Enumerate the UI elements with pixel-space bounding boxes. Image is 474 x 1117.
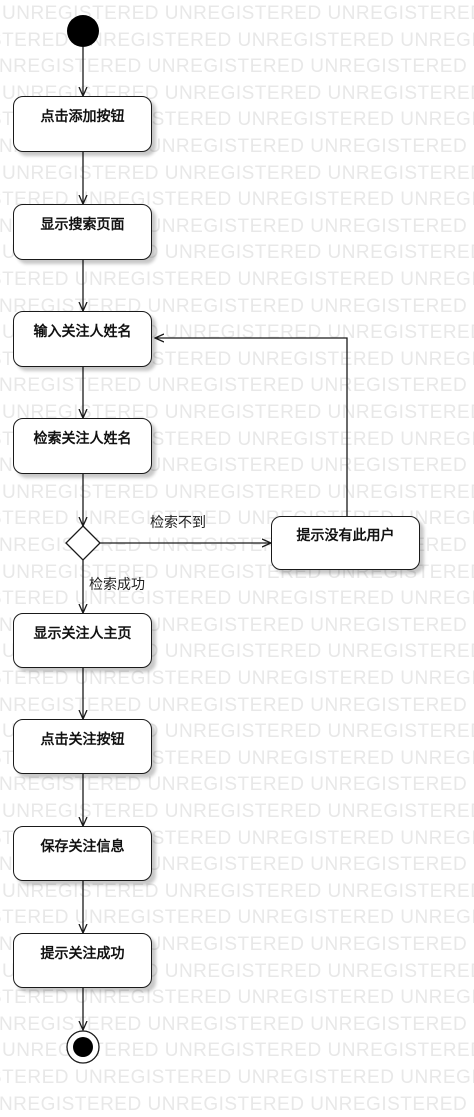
final-node-core xyxy=(73,1037,93,1057)
action-label: 点击添加按钮 xyxy=(40,109,125,125)
action-click-follow-button: 点击关注按钮 xyxy=(13,719,152,774)
action-input-follow-name: 输入关注人姓名 xyxy=(13,311,152,367)
edge-prompt-no-user-loop-back xyxy=(155,338,348,516)
action-click-add-button: 点击添加按钮 xyxy=(13,96,152,152)
action-label: 显示关注人主页 xyxy=(33,625,132,642)
action-prompt-follow-success: 提示关注成功 xyxy=(13,933,152,988)
action-show-follow-home: 显示关注人主页 xyxy=(13,613,152,668)
action-label: 保存关注信息 xyxy=(40,838,125,855)
action-label: 检索关注人姓名 xyxy=(33,431,132,447)
decision-node xyxy=(65,525,101,561)
action-label: 输入关注人姓名 xyxy=(33,324,132,340)
action-show-search-page: 显示搜索页面 xyxy=(13,204,152,260)
action-prompt-no-such-user: 提示没有此用户 xyxy=(271,516,420,570)
initial-node xyxy=(67,15,99,47)
guard-label-not-found: 检索不到 xyxy=(150,515,206,531)
action-label: 点击关注按钮 xyxy=(40,731,125,748)
action-label: 提示没有此用户 xyxy=(296,528,395,544)
action-label: 提示关注成功 xyxy=(40,945,125,962)
guard-label-found: 检索成功 xyxy=(89,577,145,593)
action-label: 显示搜索页面 xyxy=(40,217,125,233)
action-search-follow-name: 检索关注人姓名 xyxy=(13,418,152,474)
action-save-follow-info: 保存关注信息 xyxy=(13,826,152,881)
